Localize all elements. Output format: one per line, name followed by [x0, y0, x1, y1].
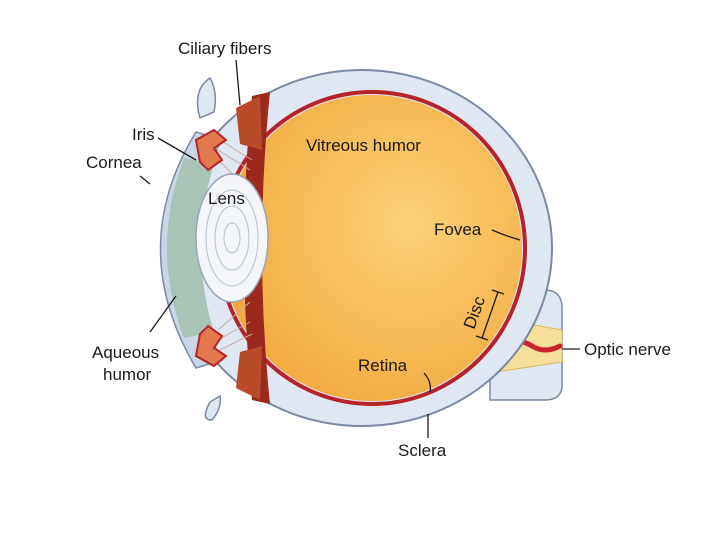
label-fovea: Fovea	[434, 220, 482, 239]
upper-ciliary-body	[236, 96, 262, 150]
label-aqueous-humor-line1: Aqueous	[92, 343, 159, 362]
label-optic-nerve: Optic nerve	[584, 340, 671, 359]
label-aqueous-humor-line2: humor	[103, 365, 152, 384]
ciliary-fibers-leader	[235, 59, 241, 106]
label-ciliary-fibers: Ciliary fibers	[178, 39, 272, 58]
vitreous-humor	[222, 95, 522, 401]
retina-leader	[423, 372, 432, 393]
label-sclera: Sclera	[398, 441, 447, 460]
cornea-leader	[139, 175, 151, 185]
label-vitreous-humor: Vitreous humor	[306, 136, 421, 155]
lower-ciliary-body	[236, 346, 262, 400]
upper-muscle-tab	[196, 76, 217, 120]
iris-upper	[194, 128, 228, 172]
ciliary-fibers	[217, 139, 253, 351]
lens	[195, 173, 269, 303]
label-lens: Lens	[208, 189, 245, 208]
iris-leader	[157, 137, 197, 161]
label-iris: Iris	[132, 125, 155, 144]
lower-muscle-tab	[204, 394, 222, 421]
iris-lower	[194, 324, 228, 368]
label-cornea: Cornea	[86, 153, 142, 172]
label-retina: Retina	[358, 356, 408, 375]
fovea-leader	[491, 229, 521, 241]
disc-marker	[475, 289, 505, 341]
aqueous-humor-leader	[149, 295, 177, 333]
